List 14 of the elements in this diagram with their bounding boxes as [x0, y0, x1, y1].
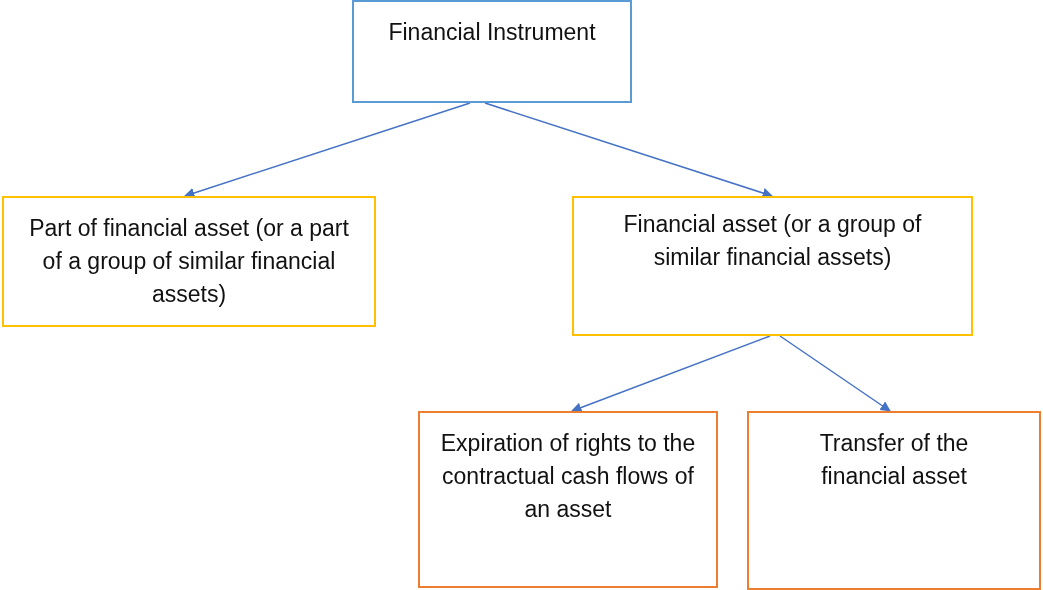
box-label: Financial asset (or a group of similar financial assets)	[622, 210, 923, 272]
arrow	[571, 335, 771, 413]
arrow	[484, 102, 773, 199]
process-box	[418, 411, 718, 588]
process-box	[747, 411, 1041, 590]
box-label: Part of financial asset (or a part of a group of similar financial assets)	[28, 214, 350, 309]
arrow	[779, 335, 891, 412]
box-label: Expiration of rights to the contractual cash flows of an asset	[439, 429, 697, 524]
box-label: Financial Instrument	[388, 18, 596, 47]
box-label: Transfer of the financial asset	[818, 429, 970, 491]
process-box	[2, 196, 376, 327]
process-box	[572, 196, 973, 336]
arrow	[184, 102, 471, 199]
process-box	[352, 0, 632, 103]
